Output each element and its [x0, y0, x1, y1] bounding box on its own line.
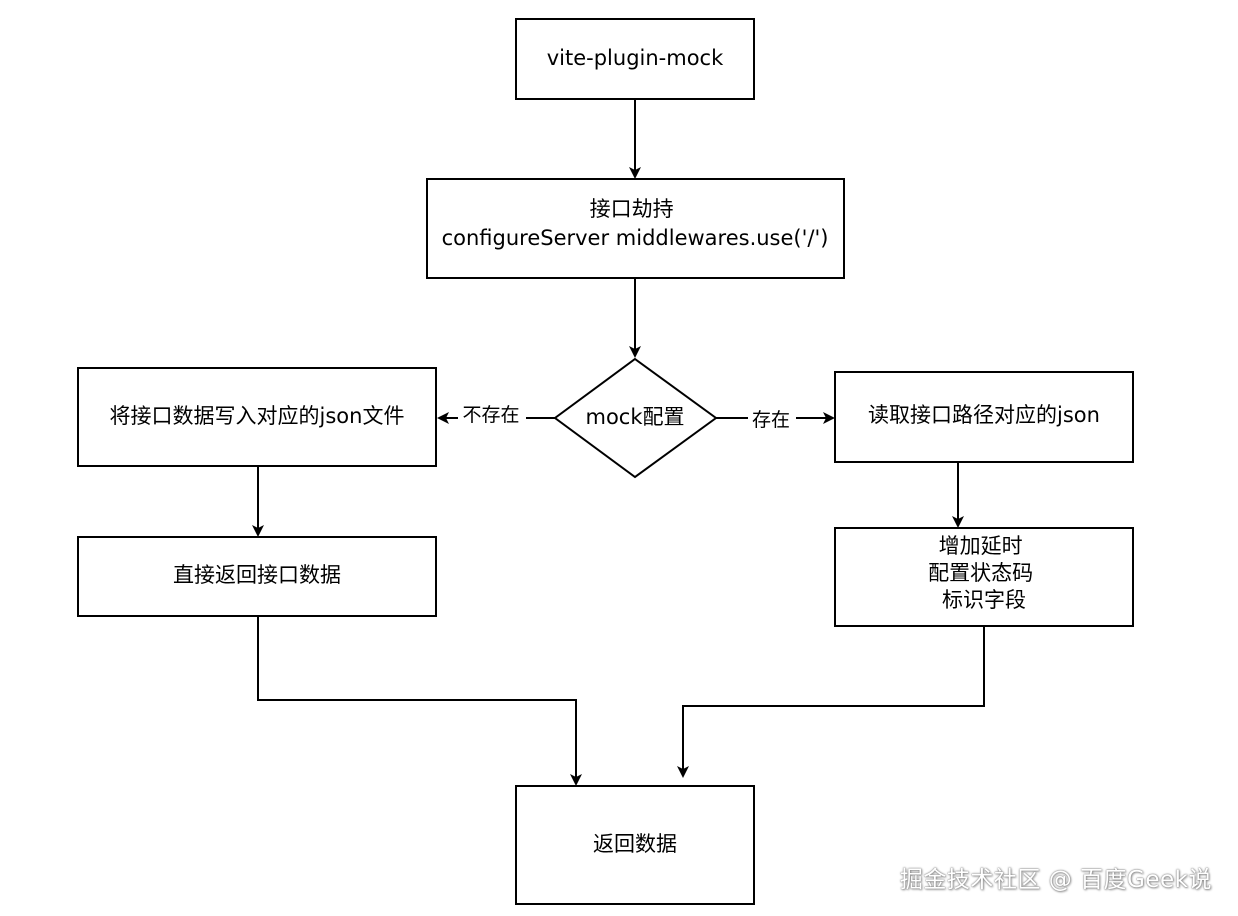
node-decision-line: mock配置	[585, 405, 684, 429]
node-intercept: 接口劫持 configureServer middlewares.use('/'…	[426, 178, 845, 279]
edge-label-exist: 存在	[748, 405, 796, 431]
edges	[252, 99, 985, 786]
node-return-direct: 直接返回接口数据	[77, 536, 437, 617]
node-decision-text: mock配置	[585, 405, 684, 429]
watermark-text: 掘金技术社区 @ 百度Geek说	[899, 867, 1212, 893]
node-intercept-line-1: 接口劫持	[590, 197, 674, 221]
node-enhance-text: 增加延时 配置状态码 标识字段	[928, 534, 1040, 612]
node-enhance-line-3: 标识字段	[942, 588, 1026, 612]
node-write-json: 将接口数据写入对应的json文件	[77, 367, 437, 467]
node-return-data-line: 返回数据	[593, 832, 677, 856]
edge-label-not-exist-text: 不存在	[462, 404, 519, 426]
node-plugin: vite-plugin-mock	[515, 18, 755, 100]
node-read-json: 读取接口路径对应的json	[834, 371, 1134, 463]
node-write-json-text: 将接口数据写入对应的json文件	[110, 404, 405, 428]
node-return-direct-line: 直接返回接口数据	[173, 563, 341, 587]
edge-label-not-exist: 不存在	[458, 401, 526, 427]
node-return-data: 返回数据	[515, 785, 755, 905]
node-plugin-line: vite-plugin-mock	[547, 46, 724, 70]
node-read-json-line: 读取接口路径对应的json	[868, 403, 1100, 427]
node-enhance-line-1: 增加延时	[939, 534, 1023, 558]
edge-enhance-to-return-data	[677, 626, 985, 778]
node-intercept-text: 接口劫持 configureServer middlewares.use('/'…	[442, 197, 829, 250]
node-write-json-line: 将接口数据写入对应的json文件	[110, 404, 405, 428]
node-enhance: 增加延时 配置状态码 标识字段	[834, 527, 1134, 627]
edge-return-direct-to-return-data	[257, 616, 582, 786]
node-decision: mock配置	[553, 357, 718, 479]
node-intercept-line-2: configureServer middlewares.use('/')	[442, 226, 829, 250]
node-plugin-text: vite-plugin-mock	[547, 46, 724, 70]
node-enhance-line-2: 配置状态码	[928, 561, 1033, 585]
node-return-direct-text: 直接返回接口数据	[173, 563, 341, 587]
node-read-json-text: 读取接口路径对应的json	[868, 403, 1100, 427]
edge-label-exist-text: 存在	[752, 409, 790, 431]
node-return-data-text: 返回数据	[593, 832, 677, 856]
